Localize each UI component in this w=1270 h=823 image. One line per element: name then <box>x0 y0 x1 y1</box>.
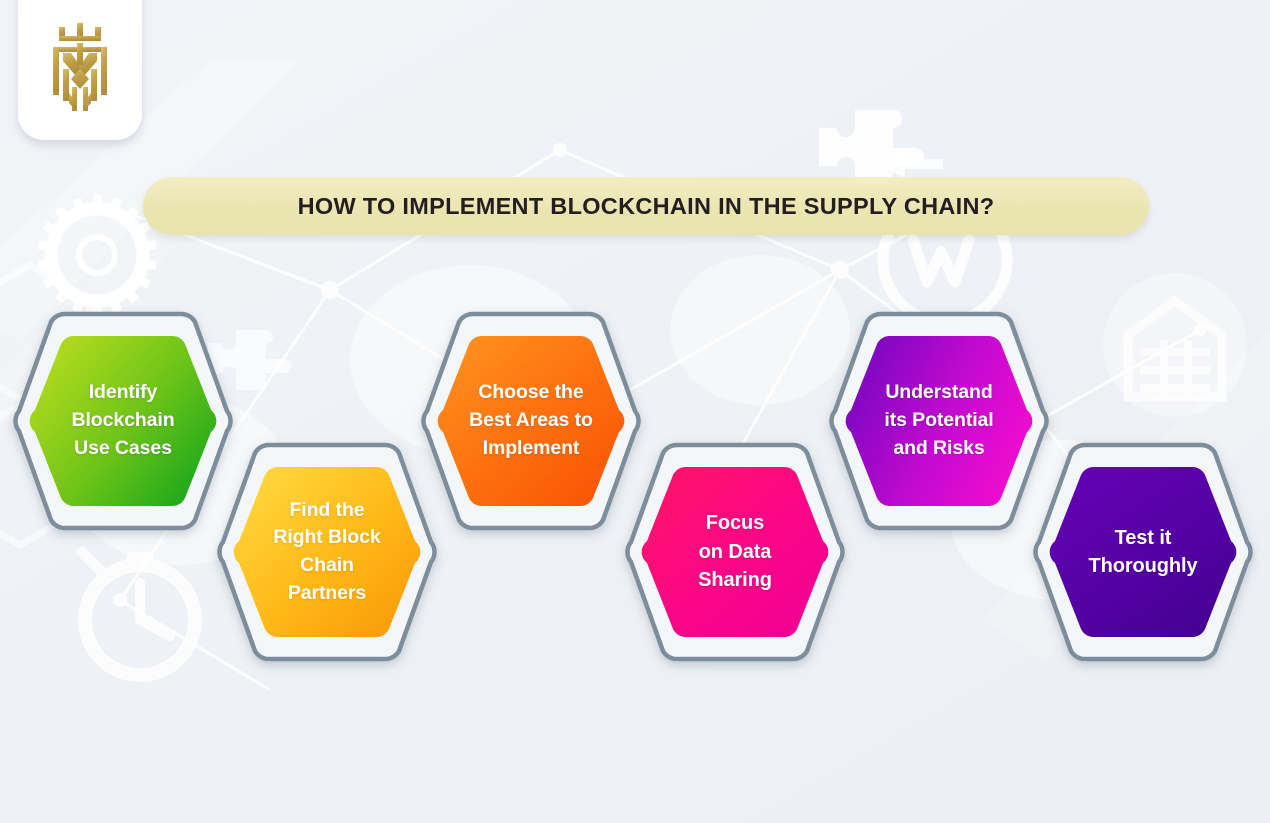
page-title: HOW TO IMPLEMENT BLOCKCHAIN IN THE SUPPL… <box>297 192 995 219</box>
page-title-banner: HOW TO IMPLEMENT BLOCKCHAIN IN THE SUPPL… <box>143 177 1149 235</box>
step-node-3[interactable]: Choose the Best Areas to Implement <box>416 306 646 536</box>
step-node-6[interactable]: Test it Thoroughly <box>1028 437 1258 667</box>
step-node-5[interactable]: Understand its Potential and Risks <box>824 306 1054 536</box>
step-hex-shape-6 <box>1033 442 1253 662</box>
step-label-3: Choose the Best Areas to Implement <box>469 381 593 459</box>
step-node-4[interactable]: Focus on Data Sharing <box>620 437 850 667</box>
step-label-2: Find the Right Block Chain Partners <box>273 498 381 604</box>
gear-icon <box>37 195 157 315</box>
step-hex-shape-4 <box>625 442 845 662</box>
step-label-4: Focus on Data Sharing <box>698 512 772 592</box>
step-hex-shape-5 <box>829 311 1049 531</box>
arrow-icon <box>877 150 943 178</box>
step-node-2[interactable]: Find the Right Block Chain Partners <box>212 437 442 667</box>
warehouse-icon <box>1103 273 1247 417</box>
step-node-1[interactable]: Identify Blockchain Use Cases <box>8 306 238 536</box>
step-hex-shape-2 <box>217 442 437 662</box>
clock-icon <box>76 546 202 682</box>
step-label-6: Test it Thoroughly <box>1088 526 1198 577</box>
step-label-1: Identify Blockchain Use Cases <box>71 381 175 459</box>
step-hex-shape-3 <box>421 311 641 531</box>
step-hex-shape-1 <box>13 311 233 531</box>
gold-emblem-icon <box>53 23 107 111</box>
step-label-5: Understand its Potential and Risks <box>884 381 994 459</box>
brand-logo[interactable] <box>18 0 142 140</box>
